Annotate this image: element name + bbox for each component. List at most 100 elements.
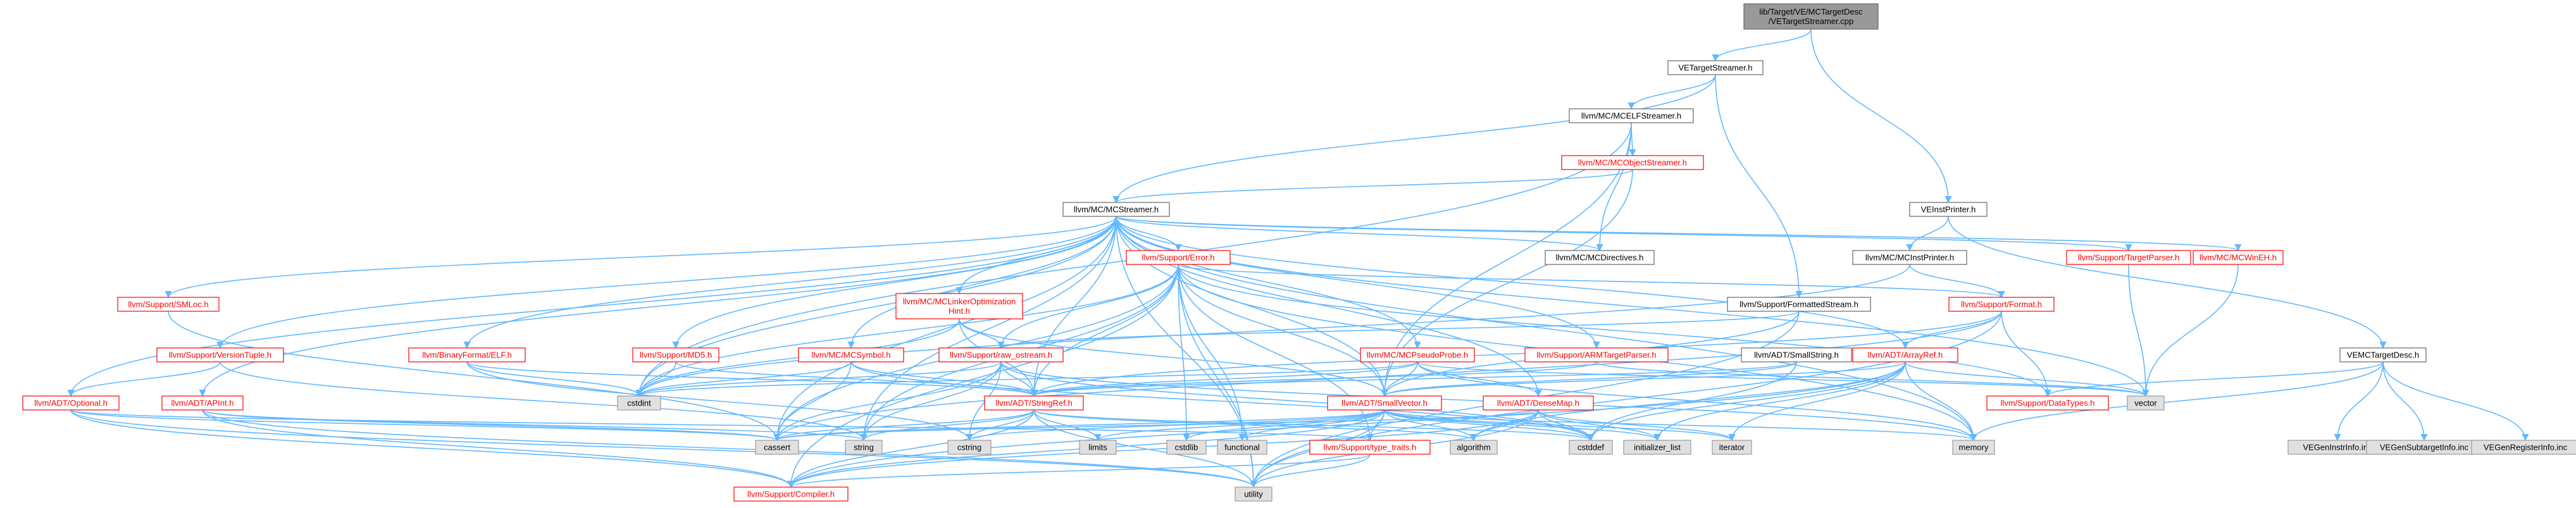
edge-stringref-to-cassert xyxy=(773,409,1035,442)
graph-node-armtp[interactable]: llvm/Support/ARMTargetParser.h xyxy=(1524,347,1669,362)
edge-mcstr-to-string xyxy=(860,216,1117,442)
edge-typetraits-to-utility xyxy=(1250,454,1371,488)
node-label: memory xyxy=(1959,443,1989,452)
node-box xyxy=(117,297,220,312)
edge-vtuple-to-optional xyxy=(67,361,221,397)
edge-densemap-to-cassert xyxy=(773,409,1539,442)
graph-node-tparser[interactable]: llvm/Support/TargetParser.h xyxy=(2066,250,2191,265)
edge-stringref-to-algorithm xyxy=(1033,409,1478,442)
node-label: lib/Target/VE/MCTargetDesc xyxy=(1759,7,1863,16)
edge-smallvec-to-cstddef xyxy=(1384,409,1595,442)
node-box xyxy=(156,347,284,362)
edge-smloc-to-cassert xyxy=(168,311,781,442)
edge-smallvec-to-iterator xyxy=(1384,409,1736,442)
edge-mcwineh-to-vector xyxy=(2142,264,2239,397)
edge-mcstr-to-vtuple xyxy=(216,216,1117,349)
edge-typetraits-to-compiler xyxy=(787,454,1371,488)
node-box xyxy=(1948,297,2055,312)
graph-node-mcobj[interactable]: llvm/MC/MCObjectStreamer.h xyxy=(1561,155,1704,170)
graph-node-root[interactable]: lib/Target/VE/MCTargetDesc/VETargetStrea… xyxy=(1743,3,1879,30)
edge-optional-to-utility xyxy=(70,409,1257,488)
edge-layer xyxy=(67,28,2529,488)
edge-stringref-to-compiler xyxy=(787,409,1035,488)
node-box xyxy=(1986,395,2109,411)
node-label: llvm/Support/raw_ostream.h xyxy=(950,350,1052,360)
node-box xyxy=(1952,440,1995,455)
graph-node-smallstr[interactable]: llvm/ADT/SmallString.h xyxy=(1741,347,1852,362)
node-label: llvm/Support/SMLoc.h xyxy=(128,300,208,309)
graph-node-md5[interactable]: llvm/Support/MD5.h xyxy=(632,347,719,362)
graph-node-vtuple[interactable]: llvm/Support/VersionTuple.h xyxy=(156,347,284,362)
graph-node-cstdlib: cstdlib xyxy=(1166,440,1207,455)
graph-node-densemap[interactable]: llvm/ADT/DenseMap.h xyxy=(1483,395,1594,411)
edge-error-to-stringref xyxy=(1030,264,1179,397)
edge-smallvec-to-functional xyxy=(1238,409,1385,442)
node-label: llvm/Support/VersionTuple.h xyxy=(169,350,271,360)
node-box xyxy=(617,395,661,411)
node-box xyxy=(1909,202,1988,217)
graph-node-typetraits[interactable]: llvm/Support/type_traits.h xyxy=(1309,440,1431,455)
node-label: llvm/Support/FormattedStream.h xyxy=(1739,300,1858,309)
graph-node-smloc[interactable]: llvm/Support/SMLoc.h xyxy=(117,297,220,312)
edge-densemap-to-compiler xyxy=(787,409,1539,488)
node-box xyxy=(1743,3,1879,30)
graph-node-optional[interactable]: llvm/ADT/Optional.h xyxy=(22,395,120,411)
node-label: llvm/BinaryFormat/ELF.h xyxy=(422,350,512,360)
edge-mcstr-to-stringref xyxy=(1030,216,1117,397)
graph-node-cstddef: cstddef xyxy=(1569,440,1613,455)
graph-node-compiler[interactable]: llvm/Support/Compiler.h xyxy=(733,486,849,502)
edge-error-to-cstdint xyxy=(635,264,1179,397)
node-box xyxy=(632,347,719,362)
edge-mcsym-to-cassert xyxy=(773,361,852,442)
graph-node-veinst[interactable]: VEInstPrinter.h xyxy=(1909,202,1988,217)
graph-node-format[interactable]: llvm/Support/Format.h xyxy=(1948,297,2055,312)
node-label: llvm/Support/Error.h xyxy=(1142,253,1215,263)
graph-node-datatypes[interactable]: llvm/Support/DataTypes.h xyxy=(1986,395,2109,411)
node-label: llvm/Support/DataTypes.h xyxy=(2001,399,2095,408)
node-box xyxy=(161,395,244,411)
node-box xyxy=(938,347,1064,362)
edge-vemctd-to-veinstinc xyxy=(2334,361,2384,442)
edge-densemap-to-iterator xyxy=(1538,409,1736,442)
graph-node-memory: memory xyxy=(1952,440,1995,455)
graph-node-pprobe[interactable]: llvm/MC/MCPseudoProbe.h xyxy=(1360,347,1475,362)
graph-node-mcstr[interactable]: llvm/MC/MCStreamer.h xyxy=(1062,202,1170,217)
graph-node-arrayref[interactable]: llvm/ADT/ArrayRef.h xyxy=(1852,347,1958,362)
edge-rawos-to-cstdint xyxy=(635,361,1002,397)
graph-node-mcsym[interactable]: llvm/MC/MCSymbol.h xyxy=(798,347,904,362)
edge-veinst-to-vemctd xyxy=(1948,216,2387,349)
node-box xyxy=(2193,250,2284,265)
edge-vets-to-mcelf xyxy=(1627,74,1716,110)
node-label: llvm/ADT/StringRef.h xyxy=(995,399,1072,408)
edge-vemctd-to-vereginc xyxy=(2382,361,2529,442)
graph-node-error[interactable]: llvm/Support/Error.h xyxy=(1126,250,1231,265)
graph-node-vets[interactable]: VETargetStreamer.h xyxy=(1667,60,1764,75)
graph-node-cstring: cstring xyxy=(947,440,992,455)
graph-node-mcinst[interactable]: llvm/MC/MCInstPrinter.h xyxy=(1852,250,1967,265)
graph-node-mcdir[interactable]: llvm/MC/MCDirectives.h xyxy=(1545,250,1655,265)
graph-node-vemctd[interactable]: VEMCTargetDesc.h xyxy=(2339,347,2427,362)
node-box xyxy=(1450,440,1498,455)
graph-node-fmtstream[interactable]: llvm/Support/FormattedStream.h xyxy=(1727,297,1871,312)
node-box xyxy=(1235,486,1272,502)
graph-node-rawos[interactable]: llvm/Support/raw_ostream.h xyxy=(938,347,1064,362)
graph-node-mcwineh[interactable]: llvm/MC/MCWinEH.h xyxy=(2193,250,2284,265)
edge-error-to-functional xyxy=(1178,264,1246,442)
edge-root-to-veinst xyxy=(1810,28,1952,204)
node-box xyxy=(1741,347,1852,362)
graph-node-apint[interactable]: llvm/ADT/APInt.h xyxy=(161,395,244,411)
graph-node-smallvec[interactable]: llvm/ADT/SmallVector.h xyxy=(1327,395,1442,411)
graph-node-stringref[interactable]: llvm/ADT/StringRef.h xyxy=(984,395,1084,411)
graph-node-belf[interactable]: llvm/BinaryFormat/ELF.h xyxy=(408,347,526,362)
node-label: cassert xyxy=(764,443,790,452)
edge-mcinst-to-format xyxy=(1909,264,2005,299)
edge-pprobe-to-vector xyxy=(1417,361,2150,397)
edge-pprobe-to-cstdint xyxy=(635,361,1418,397)
edge-mcstr-to-pprobe xyxy=(1116,216,1421,349)
graph-node-mcelf[interactable]: llvm/MC/MCELFStreamer.h xyxy=(1569,108,1694,123)
graph-node-veinstinc: VEGenInstrInfo.inc xyxy=(2287,440,2387,455)
node-box xyxy=(798,347,904,362)
graph-node-vesubinc: VEGenSubtargetInfo.inc xyxy=(2366,440,2482,455)
edge-mcstr-to-optional xyxy=(67,216,1117,397)
